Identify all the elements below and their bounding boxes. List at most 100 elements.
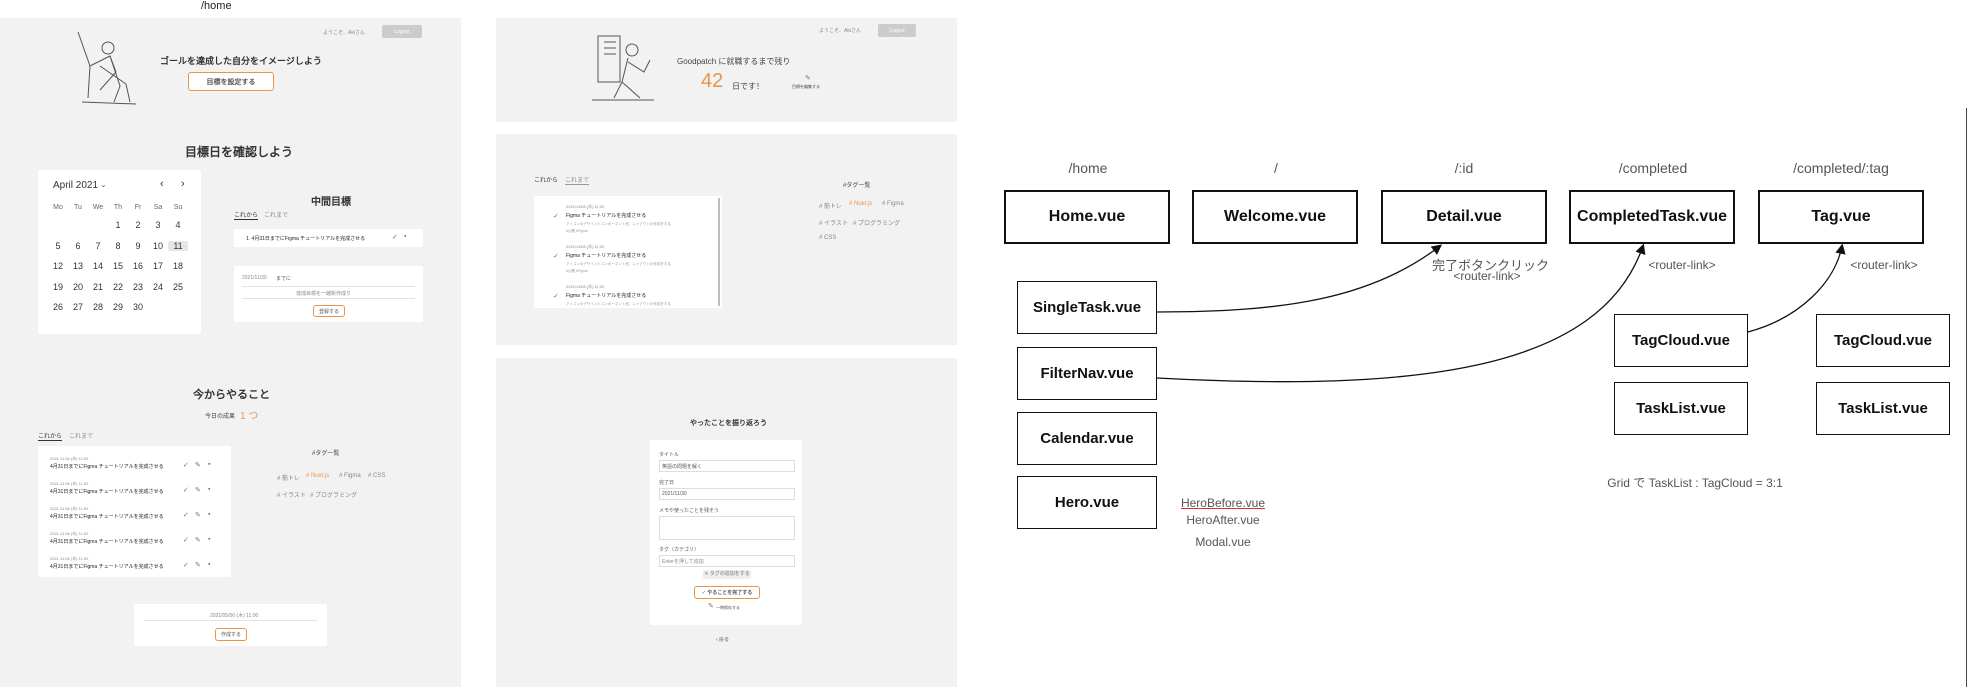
date-input[interactable]: [659, 488, 795, 500]
register-button[interactable]: 登録する: [313, 305, 345, 317]
calendar-day[interactable]: 22: [112, 281, 123, 292]
set-goal-button[interactable]: 目標を設定する: [188, 72, 274, 91]
check-icon[interactable]: ✓: [183, 537, 189, 544]
pencil-icon[interactable]: ✎: [708, 603, 714, 610]
calendar-day[interactable]: 26: [52, 302, 63, 312]
calendar-day[interactable]: 23: [132, 281, 143, 292]
calendar-day[interactable]: 4: [175, 220, 181, 230]
next-month-button[interactable]: ›: [181, 178, 185, 190]
calendar-day[interactable]: 2: [135, 220, 141, 230]
check-icon[interactable]: ✓: [183, 512, 189, 519]
trash-icon[interactable]: ▪: [208, 511, 211, 518]
pencil-icon[interactable]: ✎: [195, 487, 201, 494]
pencil-icon[interactable]: ✎: [195, 462, 201, 469]
tag[interactable]: # Figma: [339, 473, 361, 479]
calendar-day[interactable]: 9: [135, 240, 141, 251]
pencil-icon[interactable]: ✎: [195, 562, 201, 569]
calendar-day[interactable]: 11: [168, 240, 188, 251]
check-icon[interactable]: ✓: [392, 234, 398, 241]
check-icon[interactable]: ✓: [183, 562, 189, 569]
tab-until[interactable]: これまで: [69, 434, 94, 440]
tab-until[interactable]: これまで: [565, 175, 590, 185]
trash-icon[interactable]: ▪: [208, 461, 211, 468]
tab-from[interactable]: これから: [234, 210, 259, 220]
back-link[interactable]: ‹ 戻る: [716, 637, 730, 643]
tag[interactable]: # プログラミング: [310, 493, 358, 499]
mid-goal-date[interactable]: 2021/11/30: [242, 275, 267, 281]
calendar-day[interactable]: 10: [152, 240, 163, 251]
check-icon[interactable]: ✓: [183, 462, 189, 469]
pencil-icon[interactable]: ✎: [805, 75, 811, 82]
tag-input[interactable]: [659, 555, 795, 567]
calendar-day[interactable]: 7: [95, 240, 101, 251]
tag-chip[interactable]: ✕ タグの追加をする: [703, 570, 751, 579]
mid-goal-item[interactable]: 1. 4月31日までにFigma チュートリアルを完成させる ✓ ▪: [234, 229, 423, 247]
calendar-day[interactable]: 19: [52, 281, 63, 292]
complete-button[interactable]: ✓ やることを完了する: [694, 586, 760, 599]
calendar-day[interactable]: 30: [132, 302, 143, 312]
pencil-icon[interactable]: ✎: [195, 537, 201, 544]
pencil-icon[interactable]: ✎: [195, 512, 201, 519]
list-item[interactable]: 2021/11/06 (木) 11:00✓Figma チュートリアルを完成させる…: [534, 244, 718, 282]
tag[interactable]: # CSS: [368, 473, 386, 479]
list-item[interactable]: 2021/11/06 (木) 11:00✓Figma チュートリアルを完成させる…: [534, 204, 718, 242]
calendar-day[interactable]: 27: [72, 302, 83, 312]
weekday: Fr: [134, 204, 142, 211]
calendar-day[interactable]: 8: [115, 240, 121, 251]
draft-link[interactable]: 一時保存する: [716, 605, 740, 610]
mid-goal-input[interactable]: 達成目標を一緒新作成り: [296, 291, 352, 297]
tag[interactable]: # 筋トレ: [277, 476, 301, 482]
tag[interactable]: # プログラミング: [853, 221, 901, 227]
tab-from[interactable]: これから: [38, 431, 63, 441]
calendar-day[interactable]: 28: [92, 302, 103, 312]
calendar-day[interactable]: 3: [155, 220, 161, 230]
route-root: /: [1274, 160, 1278, 176]
calendar-day[interactable]: 17: [152, 261, 163, 271]
calendar-day[interactable]: 14: [92, 261, 103, 271]
calendar-day[interactable]: 25: [172, 281, 183, 292]
scrollbar[interactable]: [718, 198, 720, 306]
trash-icon[interactable]: ▪: [208, 561, 211, 568]
tag[interactable]: # イラスト: [277, 493, 306, 499]
list-item[interactable]: 2021/11/06 (木) 11:00✓Figma チュートリアルを完成させる…: [534, 284, 718, 308]
calendar-day[interactable]: 6: [75, 240, 81, 251]
tag[interactable]: # Nuxt.js: [849, 201, 873, 207]
check-icon: ✓: [553, 253, 559, 260]
prev-month-button[interactable]: ‹: [160, 178, 164, 190]
tag[interactable]: # CSS: [819, 235, 837, 241]
edit-goal-link[interactable]: 目標を編集する: [792, 84, 820, 89]
calendar-day[interactable]: 15: [112, 261, 123, 271]
calendar-day[interactable]: 13: [72, 261, 83, 271]
tag[interactable]: # Nuxt.js: [306, 473, 330, 479]
calendar-day[interactable]: 12: [52, 261, 63, 271]
tab-until[interactable]: これまで: [264, 213, 289, 219]
calendar-day[interactable]: 16: [132, 261, 143, 271]
tag[interactable]: # Figma: [882, 201, 904, 207]
trash-icon[interactable]: ▪: [404, 233, 407, 240]
calendar-day[interactable]: 29: [112, 302, 123, 312]
calendar-day[interactable]: 20: [72, 281, 83, 292]
title-input[interactable]: [659, 460, 795, 472]
chevron-down-icon[interactable]: ⌄: [100, 180, 107, 189]
tab-from[interactable]: これから: [534, 178, 559, 184]
tag[interactable]: # イラスト: [819, 221, 848, 227]
trash-icon[interactable]: ▪: [208, 486, 211, 493]
tag[interactable]: # 筋トレ: [819, 204, 843, 210]
calendar-day[interactable]: 21: [92, 281, 103, 292]
trash-icon[interactable]: ▪: [208, 536, 211, 543]
logout-button[interactable]: Logout: [382, 25, 422, 38]
calendar-day[interactable]: 1: [115, 220, 121, 230]
check-icon[interactable]: ✓: [183, 487, 189, 494]
calendar-day[interactable]: 24: [152, 281, 163, 292]
create-date[interactable]: 2021/05/06 (木) 11:00: [210, 613, 259, 619]
create-button[interactable]: 作成する: [215, 628, 247, 641]
logout-button[interactable]: Logout: [878, 24, 916, 37]
calendar-day[interactable]: 18: [172, 261, 183, 271]
calendar-day[interactable]: 5: [55, 240, 61, 251]
memo-textarea[interactable]: [659, 516, 795, 540]
